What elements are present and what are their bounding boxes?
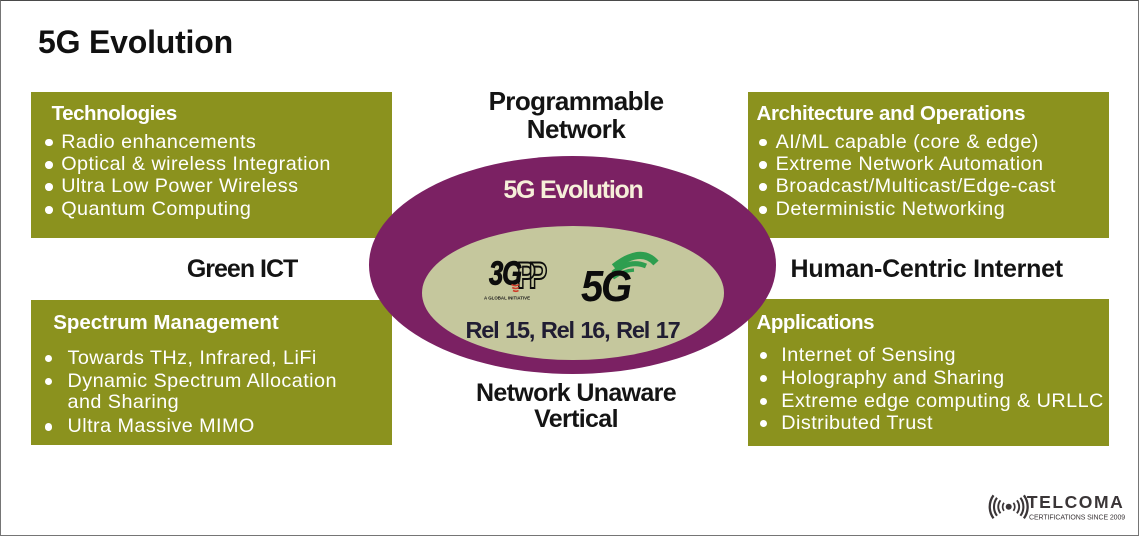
svg-text:TELCOMA: TELCOMA bbox=[1027, 492, 1124, 512]
svg-text:CERTIFICATIONS SINCE 2009: CERTIFICATIONS SINCE 2009 bbox=[1029, 514, 1125, 521]
svg-text:5G: 5G bbox=[581, 261, 631, 310]
svg-text:PP: PP bbox=[517, 254, 547, 296]
svg-text:3G: 3G bbox=[489, 256, 522, 293]
svg-text:A GLOBAL INITIATIVE: A GLOBAL INITIATIVE bbox=[484, 296, 530, 301]
